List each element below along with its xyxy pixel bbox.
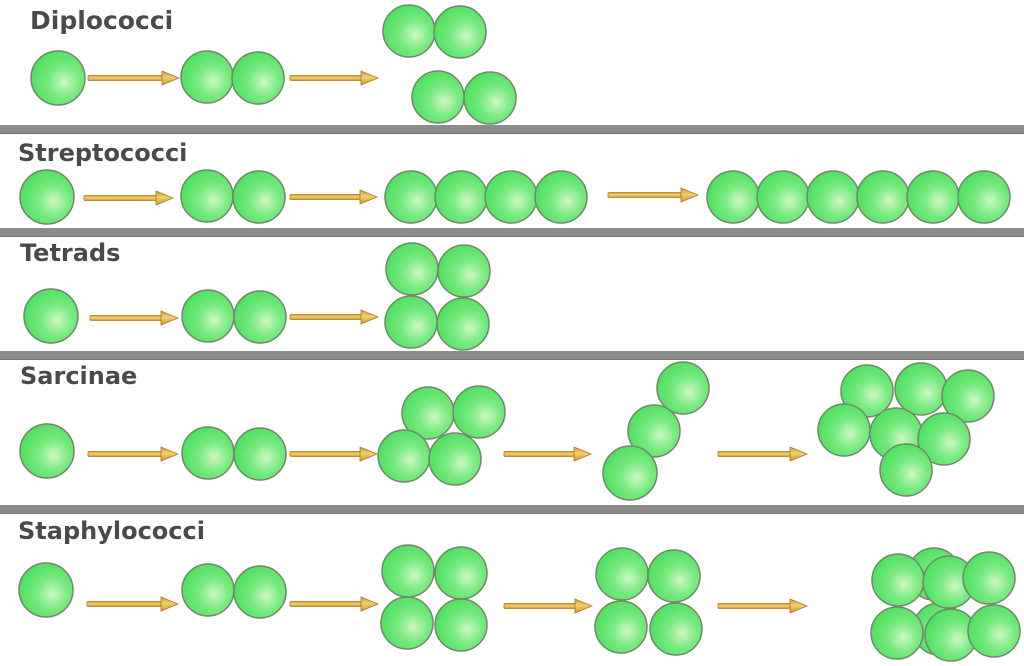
coccus-cell [871, 553, 925, 607]
coccus-cell [894, 362, 948, 416]
coccus-cell [436, 297, 490, 351]
coccus-cell [180, 169, 234, 223]
coccus-cell [18, 562, 74, 618]
division-arrow-icon [289, 309, 380, 325]
coccus-cell [19, 423, 75, 479]
coccus-cell [181, 289, 235, 343]
coccus-cell [433, 5, 487, 59]
division-arrow-icon [717, 598, 809, 614]
coccus-cell [181, 563, 235, 617]
coccus-cell [534, 170, 588, 224]
division-arrow-icon [289, 70, 380, 86]
coccus-cell [706, 170, 760, 224]
row-label-tetrads: Tetrads [20, 239, 121, 267]
coccus-cell [656, 361, 710, 415]
coccus-cell [434, 546, 488, 600]
coccus-cell [967, 604, 1021, 658]
coccus-cell [595, 547, 649, 601]
coccus-cell [434, 598, 488, 652]
coccus-cell [647, 549, 701, 603]
coccus-cell [434, 170, 488, 224]
coccus-cell [627, 404, 681, 458]
coccus-cell [917, 412, 971, 466]
coccus-cell [962, 551, 1016, 605]
row-divider [0, 505, 1024, 514]
division-arrow-icon [503, 446, 593, 462]
coccus-cell [384, 170, 438, 224]
coccus-cell [602, 445, 658, 501]
coccus-cell [181, 426, 235, 480]
coccus-cell [233, 565, 287, 619]
row-divider [0, 125, 1024, 134]
coccus-cell [452, 385, 506, 439]
coccus-cell [382, 4, 436, 58]
coccus-cell [377, 429, 431, 483]
coccus-cell [231, 51, 285, 105]
coccus-cell [380, 596, 434, 650]
division-arrow-icon [607, 187, 700, 203]
division-arrow-icon [86, 596, 180, 612]
coccus-cell [463, 71, 517, 125]
row-label-sarcinae: Sarcinae [20, 362, 138, 390]
division-arrow-icon [503, 598, 594, 614]
division-arrow-icon [83, 190, 175, 206]
division-arrow-icon [717, 446, 809, 462]
coccus-cell [906, 170, 960, 224]
coccus-cell [233, 290, 287, 344]
coccus-cell [180, 50, 234, 104]
coccus-cell [381, 544, 435, 598]
coccus-cell [817, 403, 871, 457]
coccus-cell [941, 369, 995, 423]
coccus-cell [437, 244, 491, 298]
row-label-staphylococci: Staphylococci [18, 517, 205, 545]
row-label-streptococci: Streptococci [18, 139, 188, 167]
coccus-cell [856, 170, 910, 224]
division-arrow-icon [289, 189, 379, 205]
row-divider [0, 228, 1024, 237]
division-arrow-icon [289, 446, 379, 462]
division-arrow-icon [89, 310, 180, 326]
row-divider [0, 351, 1024, 360]
coccus-cell [19, 169, 75, 225]
coccus-cell [30, 50, 86, 106]
coccus-cell [23, 288, 79, 344]
coccus-cell [756, 170, 810, 224]
coccus-cell [806, 170, 860, 224]
coccus-cell [384, 295, 438, 349]
coccus-cell [233, 427, 287, 481]
division-arrow-icon [289, 596, 380, 612]
coccus-cell [649, 602, 703, 656]
coccus-cell [594, 600, 648, 654]
division-arrow-icon [87, 70, 181, 86]
coccus-cell [428, 432, 482, 486]
coccus-cell [957, 170, 1011, 224]
division-arrow-icon [87, 446, 180, 462]
coccus-cell [385, 242, 439, 296]
row-label-diplococci: Diplococci [30, 6, 174, 35]
coccus-cell [879, 443, 933, 497]
coccus-cell [411, 70, 465, 124]
coccus-cell [484, 170, 538, 224]
coccus-cell [232, 170, 286, 224]
coccus-cell [870, 606, 924, 660]
